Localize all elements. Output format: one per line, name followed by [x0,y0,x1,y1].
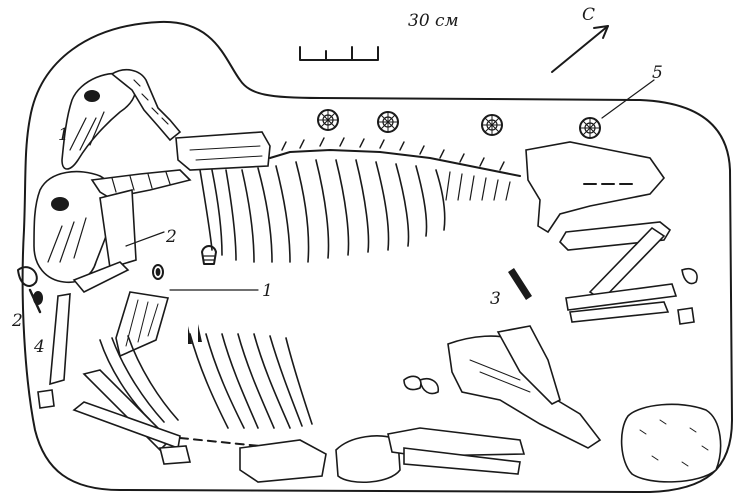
horse-1-ribs [199,159,446,263]
horse-2-foreleg-lower [72,369,261,465]
horse-1-tibia [565,226,678,323]
horse-1-spine [269,137,521,177]
north-label: С [582,5,595,25]
label-2-lower: 2 [11,311,23,331]
horse-2-large-bones [447,325,602,449]
artefact-knife [508,268,532,300]
horse-2-bridle-bit [17,266,43,314]
pit-outline [21,20,733,493]
horse-1-hoof-bones [677,267,698,325]
horse-2-skull [33,170,116,284]
rosette [481,114,503,136]
leader-5 [601,79,655,119]
rosette [579,117,601,139]
label-2-upper: 2 [165,227,177,247]
rosette [317,109,339,131]
horse-1-small-ribs [445,171,511,201]
horse-1-neck-vertebrae [110,68,182,142]
north-arrow: С [551,5,609,73]
rosette [377,111,399,133]
horse-2-neck [90,169,192,270]
horse-2-hind-leg [387,375,526,475]
artefact-pendant [201,245,217,265]
rosette-ornaments [317,109,601,139]
horse-2-ribs [99,324,313,429]
scale-bar: 30 см [299,11,459,61]
stone [620,403,722,483]
horse-2-foreleg [37,261,130,409]
scale-label: 30 см [408,11,459,31]
label-1-lower: 1 [262,281,273,301]
label-3: 3 [490,289,501,309]
label-1-upper: 1 [58,125,69,145]
horse-1-skull [61,72,137,170]
label-5: 5 [652,63,663,83]
horse-1-pelvis [525,141,666,234]
artefact-buckle [152,264,164,280]
leader-2 [125,231,165,247]
horse-1-scapula [175,131,271,171]
horse-2-scapula [115,291,170,358]
horse-2-pelvis [239,435,401,484]
horse-1-femur [558,221,672,251]
label-4: 4 [33,337,45,357]
